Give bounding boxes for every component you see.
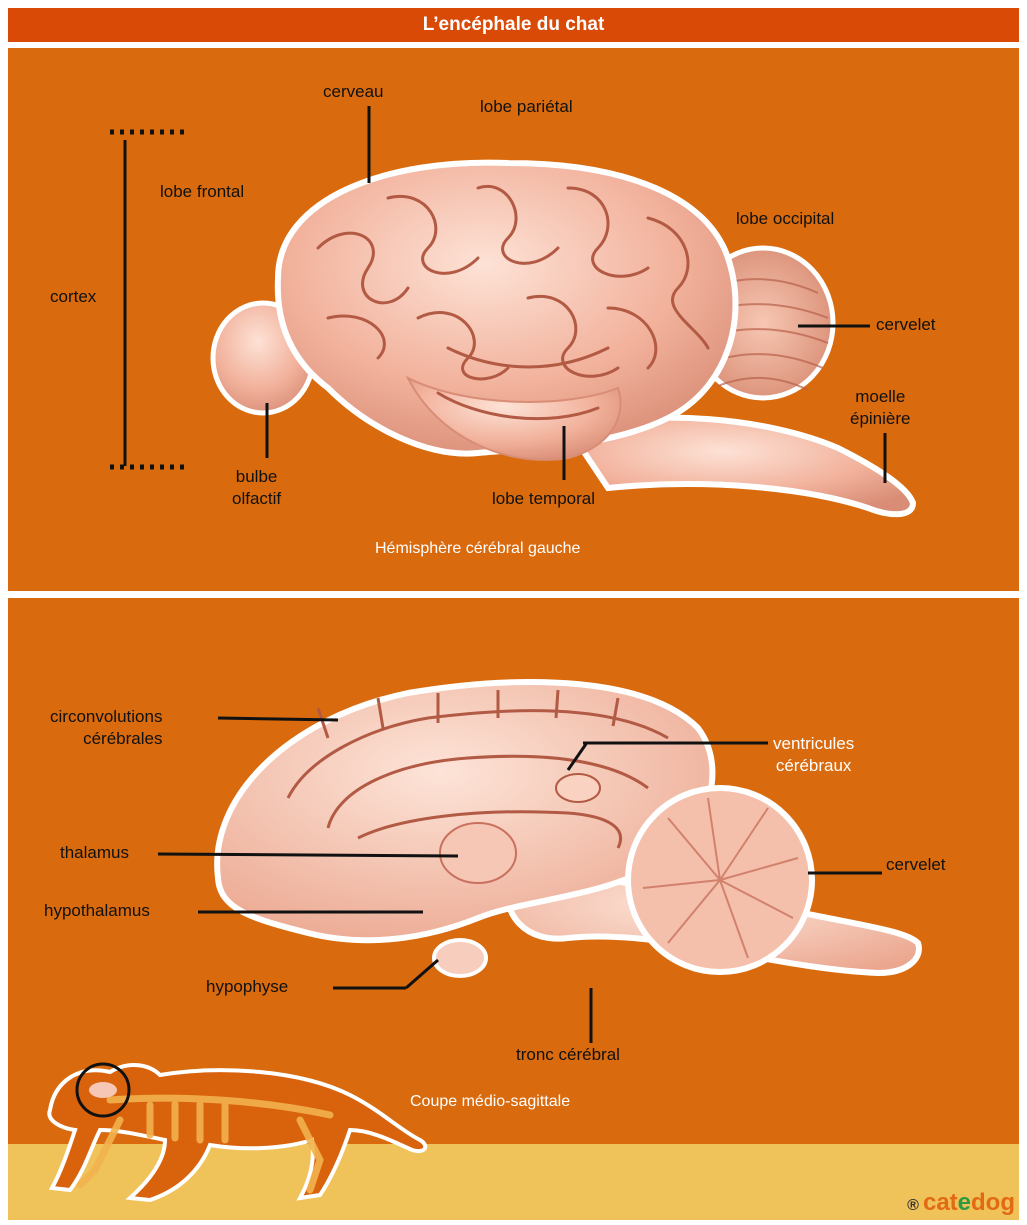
label-cortex: cortex [50, 286, 96, 308]
label-moelle-epiniere: moelle épinière [850, 386, 911, 430]
label-lobe-temporal: lobe temporal [492, 488, 595, 510]
label-tronc-cerebral: tronc cérébral [516, 1044, 620, 1066]
cat-silhouette-icon [0, 1020, 440, 1220]
label-cervelet-bottom: cervelet [886, 854, 946, 876]
label-bulbe-olfactif: bulbe olfactif [232, 466, 281, 510]
hypophyse-shape [434, 940, 486, 976]
label-hypothalamus: hypothalamus [44, 900, 150, 922]
page-title: L’encéphale du chat [8, 8, 1019, 42]
label-lobe-frontal: lobe frontal [160, 181, 244, 203]
label-lobe-occipital: lobe occipital [736, 208, 834, 230]
label-hypophyse: hypophyse [206, 976, 288, 998]
label-cervelet-top: cervelet [876, 314, 936, 336]
title-text: L’encéphale du chat [423, 14, 605, 36]
caption-hemisphere: Hémisphère cérébral gauche [375, 540, 580, 558]
ventricle-shape [556, 774, 600, 802]
label-ventricules: ventricules cérébraux [773, 733, 854, 777]
label-lobe-parietal: lobe pariétal [480, 96, 573, 118]
panel-hemisphere: cerveau lobe pariétal lobe frontal lobe … [8, 48, 1019, 591]
label-circonvolutions: circonvolutions cérébrales [50, 706, 162, 750]
label-thalamus: thalamus [60, 842, 129, 864]
thalamus-shape [440, 823, 516, 883]
label-cerveau: cerveau [323, 81, 383, 103]
brand-logo: ®catedog [907, 1189, 1015, 1217]
